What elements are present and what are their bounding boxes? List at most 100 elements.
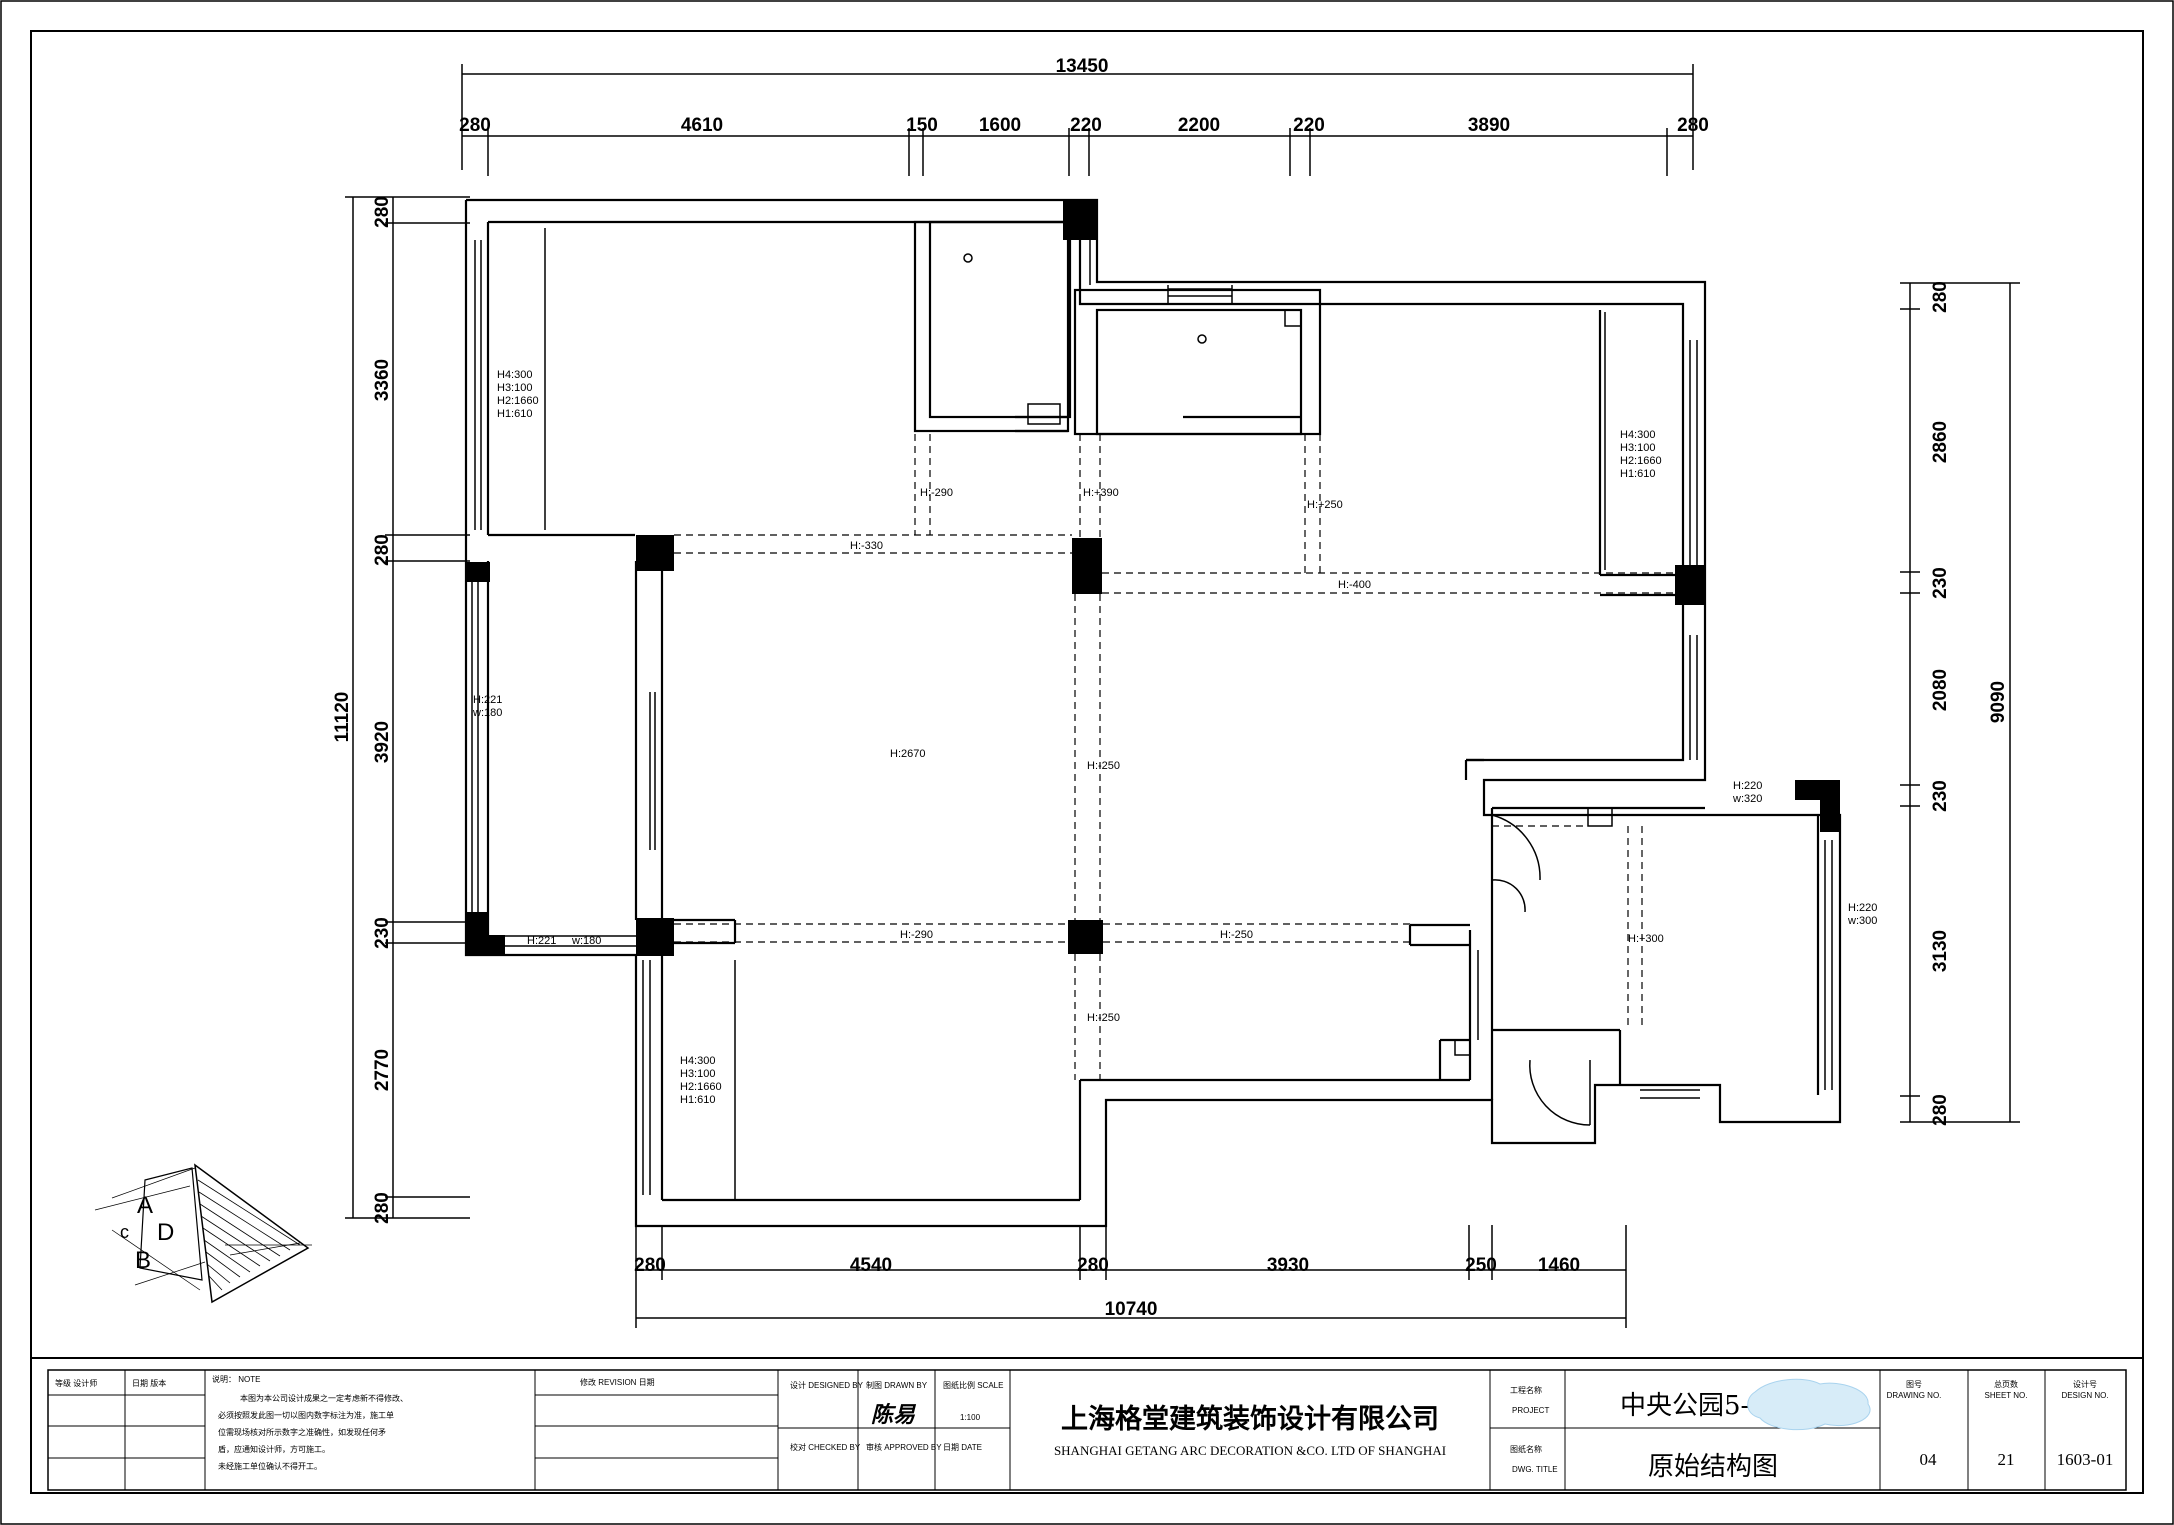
dim-right-3: 230	[1930, 567, 1951, 599]
dim-right-6: 3130	[1930, 930, 1951, 972]
dim-right-1: 280	[1930, 281, 1951, 313]
dim-bottom-2: 4540	[850, 1255, 892, 1276]
tb-sheet-no: 21	[1998, 1450, 2015, 1469]
beam-note-5: H:-400	[1338, 579, 1371, 591]
dim-top-9: 280	[1677, 115, 1709, 136]
abcd-logo: A D B c	[94, 1163, 312, 1304]
tb-note-2: 必须按照发此图一切以图内数字标注为准，施工单	[218, 1410, 394, 1420]
structural-columns	[466, 200, 1840, 956]
beam-note-7: H:-250	[1087, 760, 1120, 772]
beam-note-11: H:-250	[1087, 1012, 1120, 1024]
tb-signature: 陈易	[871, 1402, 917, 1427]
tb-col2-head: 日期 版本	[132, 1378, 166, 1388]
room-annotations: H4:300 H3:100 H2:1660 H1:610 H4:300 H3:1…	[472, 369, 1877, 1106]
note-nw-h2: H2:1660	[497, 395, 539, 407]
note-nw-h4: H4:300	[497, 369, 532, 381]
tb-drawing-no: 04	[1920, 1450, 1938, 1469]
beam-note-4: H:-330	[850, 540, 883, 552]
note-nw-h3: H3:100	[497, 382, 532, 394]
dim-top-5: 220	[1070, 115, 1102, 136]
dim-left-7: 280	[372, 1192, 393, 1224]
tb-drawing-no-label-en: DRAWING NO.	[1887, 1391, 1942, 1400]
dim-right-4: 2080	[1930, 669, 1951, 711]
dim-right-7: 280	[1930, 1094, 1951, 1126]
dim-top-total: 13450	[1056, 56, 1109, 77]
note-nw-h1: H1:610	[497, 408, 532, 420]
tb-col1-head: 等级 设计师	[55, 1378, 97, 1388]
logo-letter-c: c	[120, 1222, 129, 1242]
dim-top-8: 3890	[1468, 115, 1510, 136]
dim-left-1: 280	[372, 196, 393, 228]
dim-top-7: 220	[1293, 115, 1325, 136]
tb-checked-label: 校对 CHECKED BY	[790, 1442, 861, 1452]
note-east-lower-w: w:300	[1847, 915, 1877, 927]
beam-note-6: H:2670	[890, 748, 925, 760]
tb-scale-label: 图纸比例 SCALE	[943, 1380, 1003, 1390]
dim-top-4: 1600	[979, 115, 1021, 136]
note-east-lower-h: H:220	[1848, 902, 1877, 914]
tb-design-no-label: 设计号	[2073, 1379, 2097, 1389]
note-ne-h3: H3:100	[1620, 442, 1655, 454]
note-ne-h1: H1:610	[1620, 468, 1655, 480]
tb-drawing-title: 原始结构图	[1648, 1452, 1778, 1482]
note-sill-h: H:221	[527, 935, 556, 947]
beam-lines	[674, 434, 1675, 1080]
tb-note-5: 未经施工单位确认不得开工。	[218, 1461, 322, 1471]
tb-design-no: 1603-01	[2057, 1450, 2114, 1469]
beam-note-2: H:+390	[1083, 487, 1119, 499]
note-west-h: H:221	[473, 694, 502, 706]
tb-note-1: 本图为本公司设计成果之一定考虑新不得修改、	[240, 1393, 408, 1403]
logo-letter-b: B	[135, 1247, 151, 1274]
dim-bottom-4: 3930	[1267, 1255, 1309, 1276]
dim-bottom-5: 250	[1465, 1255, 1497, 1276]
dimension-labels: 13450 280 4610 150 1600 220 2200 220 389…	[332, 56, 2009, 1320]
tb-drawing-label: 图纸名称	[1510, 1444, 1542, 1454]
tb-sheet-label: 总页数	[1994, 1379, 2018, 1389]
tb-company-en: SHANGHAI GETANG ARC DECORATION &CO. LTD …	[1054, 1443, 1446, 1458]
tb-date-label: 日期 DATE	[943, 1443, 982, 1452]
dim-bottom-1: 280	[634, 1255, 666, 1276]
tb-project-name: 中央公园5-	[1620, 1391, 1749, 1421]
note-west-w: w:180	[472, 707, 502, 719]
title-block: 等级 设计师 日期 版本 说明： NOTE 本图为本公司设计成果之一定考虑新不得…	[31, 1357, 2143, 1491]
beam-note-9: H:-250	[1220, 929, 1253, 941]
tb-designed-label: 设计 DESIGNED BY	[790, 1380, 864, 1390]
windows	[471, 228, 1833, 1200]
beam-note-1: H:-290	[920, 487, 953, 499]
tb-design-no-label-en: DESIGN NO.	[2061, 1391, 2108, 1400]
note-east-w: w:320	[1732, 793, 1762, 805]
dim-left-total: 11120	[332, 692, 353, 743]
tb-revision-head: 修改 REVISION 日期	[580, 1377, 655, 1387]
note-east-h: H:220	[1733, 780, 1762, 792]
dim-top-3: 150	[906, 115, 938, 136]
tb-drawing-no-label: 图号	[1906, 1380, 1922, 1389]
dim-left-5: 230	[372, 917, 393, 949]
tb-drawing-label-en: DWG. TITLE	[1512, 1465, 1558, 1474]
logo-letter-d: D	[157, 1219, 174, 1246]
logo-letter-a: A	[137, 1192, 153, 1219]
dim-bottom-3: 280	[1077, 1255, 1109, 1276]
note-sw-h3: H3:100	[680, 1068, 715, 1080]
dim-top-1: 280	[459, 115, 491, 136]
logo-diamond	[139, 1167, 203, 1281]
dim-bottom-6: 1460	[1538, 1255, 1580, 1276]
dim-left-2: 3360	[372, 359, 393, 401]
beam-note-3: H:+250	[1307, 499, 1343, 511]
dim-right-2: 2860	[1930, 421, 1951, 463]
tb-project-label: 工程名称	[1510, 1385, 1542, 1395]
dim-bottom-total: 10740	[1105, 1299, 1158, 1320]
tb-company-cn: 上海格堂建筑装饰设计有限公司	[1061, 1403, 1439, 1435]
tb-approved-label: 审核 APPROVED BY	[866, 1442, 942, 1452]
note-sill-w: w:180	[571, 935, 601, 947]
dim-right-total: 9090	[1988, 681, 2009, 723]
note-sw-h2: H2:1660	[680, 1081, 722, 1093]
tb-notes-title: 说明： NOTE	[212, 1374, 260, 1384]
logo-hatched-plane	[194, 1163, 310, 1304]
dim-top-6: 2200	[1178, 115, 1220, 136]
dim-right-5: 230	[1930, 780, 1951, 812]
dimension-lines	[345, 64, 2020, 1328]
tb-scale-value: 1:100	[960, 1413, 981, 1422]
beam-note-8: H:-290	[900, 929, 933, 941]
doors	[649, 253, 1613, 1126]
tb-note-3: 位需现场核对所示数字之准确性，如发现任何矛	[218, 1427, 386, 1437]
